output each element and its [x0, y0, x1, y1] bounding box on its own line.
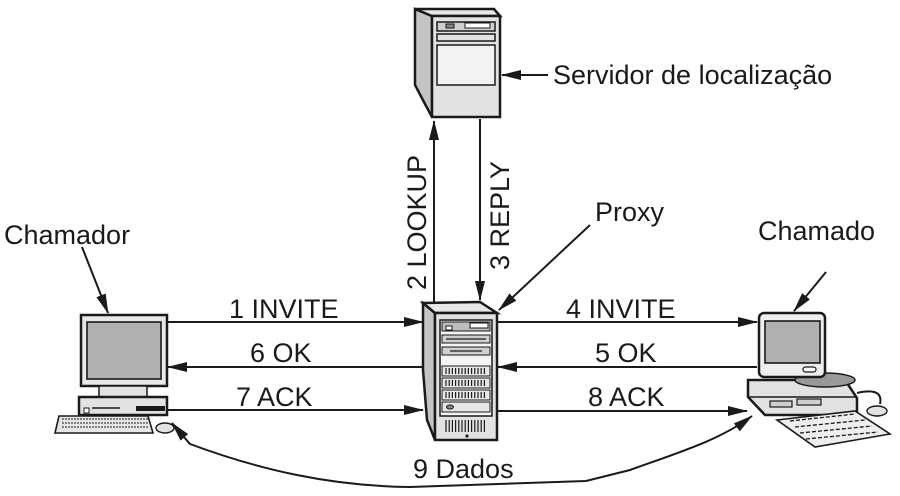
msg-3-label: 3 REPLY	[485, 161, 515, 270]
msg-9-label: 9 Dados	[413, 454, 514, 484]
keyboard-keys	[805, 431, 879, 440]
caller-label: Chamador	[4, 220, 130, 250]
location-server-label: Servidor de localização	[553, 60, 832, 90]
callee-pointer	[793, 271, 827, 312]
location-server-icon	[413, 7, 503, 119]
caller-pointer	[81, 246, 109, 314]
keyboard-keys	[789, 413, 856, 422]
callee-computer-icon	[746, 311, 893, 448]
msg-7-label: 7 ACK	[236, 382, 313, 412]
proxy-pointer	[498, 224, 591, 311]
msg-5-label: 5 OK	[595, 338, 657, 368]
msg-4-label: 4 INVITE	[566, 294, 676, 324]
msg-8-label: 8 ACK	[588, 382, 665, 412]
proxy-label: Proxy	[595, 197, 665, 227]
msg-1-label: 1 INVITE	[229, 294, 339, 324]
proxy-server-icon	[419, 300, 502, 442]
callee-label: Chamado	[758, 216, 875, 246]
caller-computer-icon	[53, 313, 175, 434]
msg-2-label: 2 LOOKUP	[402, 155, 432, 290]
arrow-msg-9	[171, 415, 753, 489]
msg-6-label: 6 OK	[250, 338, 312, 368]
keyboard-keys	[799, 425, 873, 434]
